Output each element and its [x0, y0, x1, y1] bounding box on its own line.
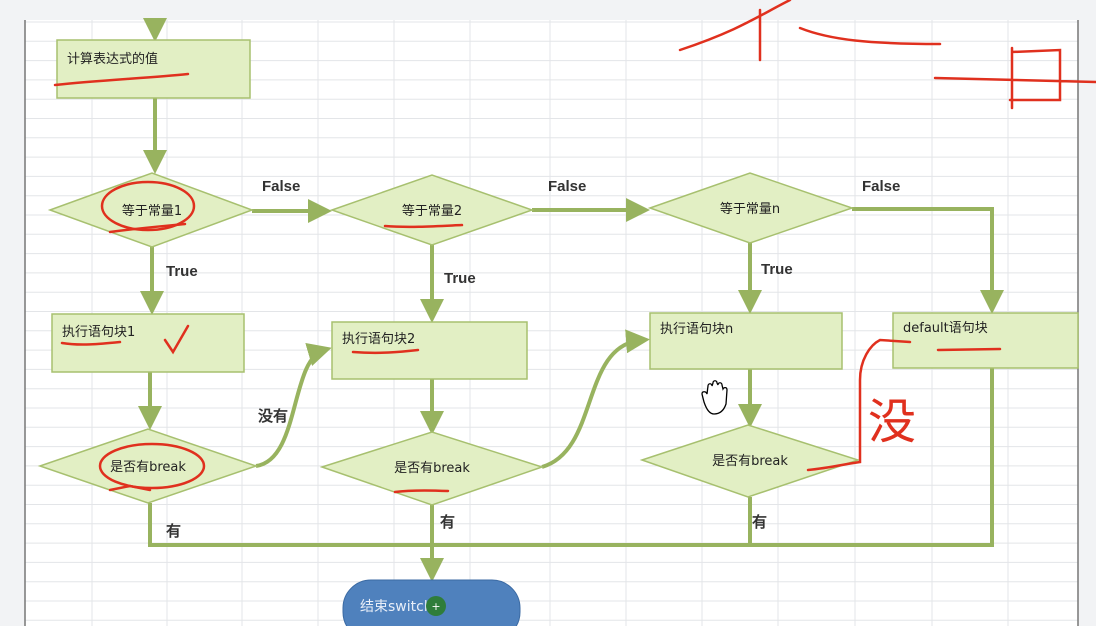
false-label-2: False: [548, 178, 586, 195]
block1-box[interactable]: [51, 313, 245, 373]
compute-box[interactable]: [56, 39, 251, 99]
end-label: 结束switch: [360, 599, 433, 615]
flow-lines: [138, 18, 1004, 582]
false-label-1: False: [262, 178, 300, 195]
blockn-label: 执行语句块n: [660, 322, 733, 337]
default-label: default语句块: [903, 321, 988, 336]
true-label-2: True: [444, 270, 476, 287]
break1-label: 是否有break: [110, 460, 186, 475]
yes-label-3: 有: [752, 513, 767, 531]
no-label: 没有: [258, 407, 288, 425]
default-box[interactable]: [892, 312, 1079, 369]
cursor-dot-icon: [426, 596, 446, 616]
yes-label-2: 有: [440, 513, 455, 531]
case1-label: 等于常量1: [122, 203, 182, 219]
case2-diamond[interactable]: [329, 174, 535, 246]
block2-label: 执行语句块2: [342, 332, 415, 347]
block2-box[interactable]: [331, 321, 528, 380]
annotation-mei: 没: [868, 394, 916, 450]
case2-label: 等于常量2: [402, 203, 462, 219]
plus-icon: +: [431, 600, 440, 613]
casen-label: 等于常量n: [720, 201, 780, 217]
casen-diamond[interactable]: [647, 172, 855, 244]
break2-label: 是否有break: [394, 461, 470, 476]
hand-cursor-icon: [701, 380, 728, 415]
case1-diamond[interactable]: [47, 172, 255, 248]
yes-label-1: 有: [166, 522, 181, 540]
breakn-diamond[interactable]: [639, 424, 861, 498]
false-label-3: False: [862, 178, 900, 195]
blockn-box[interactable]: [649, 312, 843, 370]
block1-label: 执行语句块1: [62, 325, 135, 340]
true-label-1: True: [166, 263, 198, 280]
breakn-label: 是否有break: [712, 454, 788, 469]
red-annotations: 没 年选 一日: [53, 0, 1096, 494]
compute-label: 计算表达式的值: [67, 51, 158, 67]
true-label-3: True: [761, 261, 793, 278]
